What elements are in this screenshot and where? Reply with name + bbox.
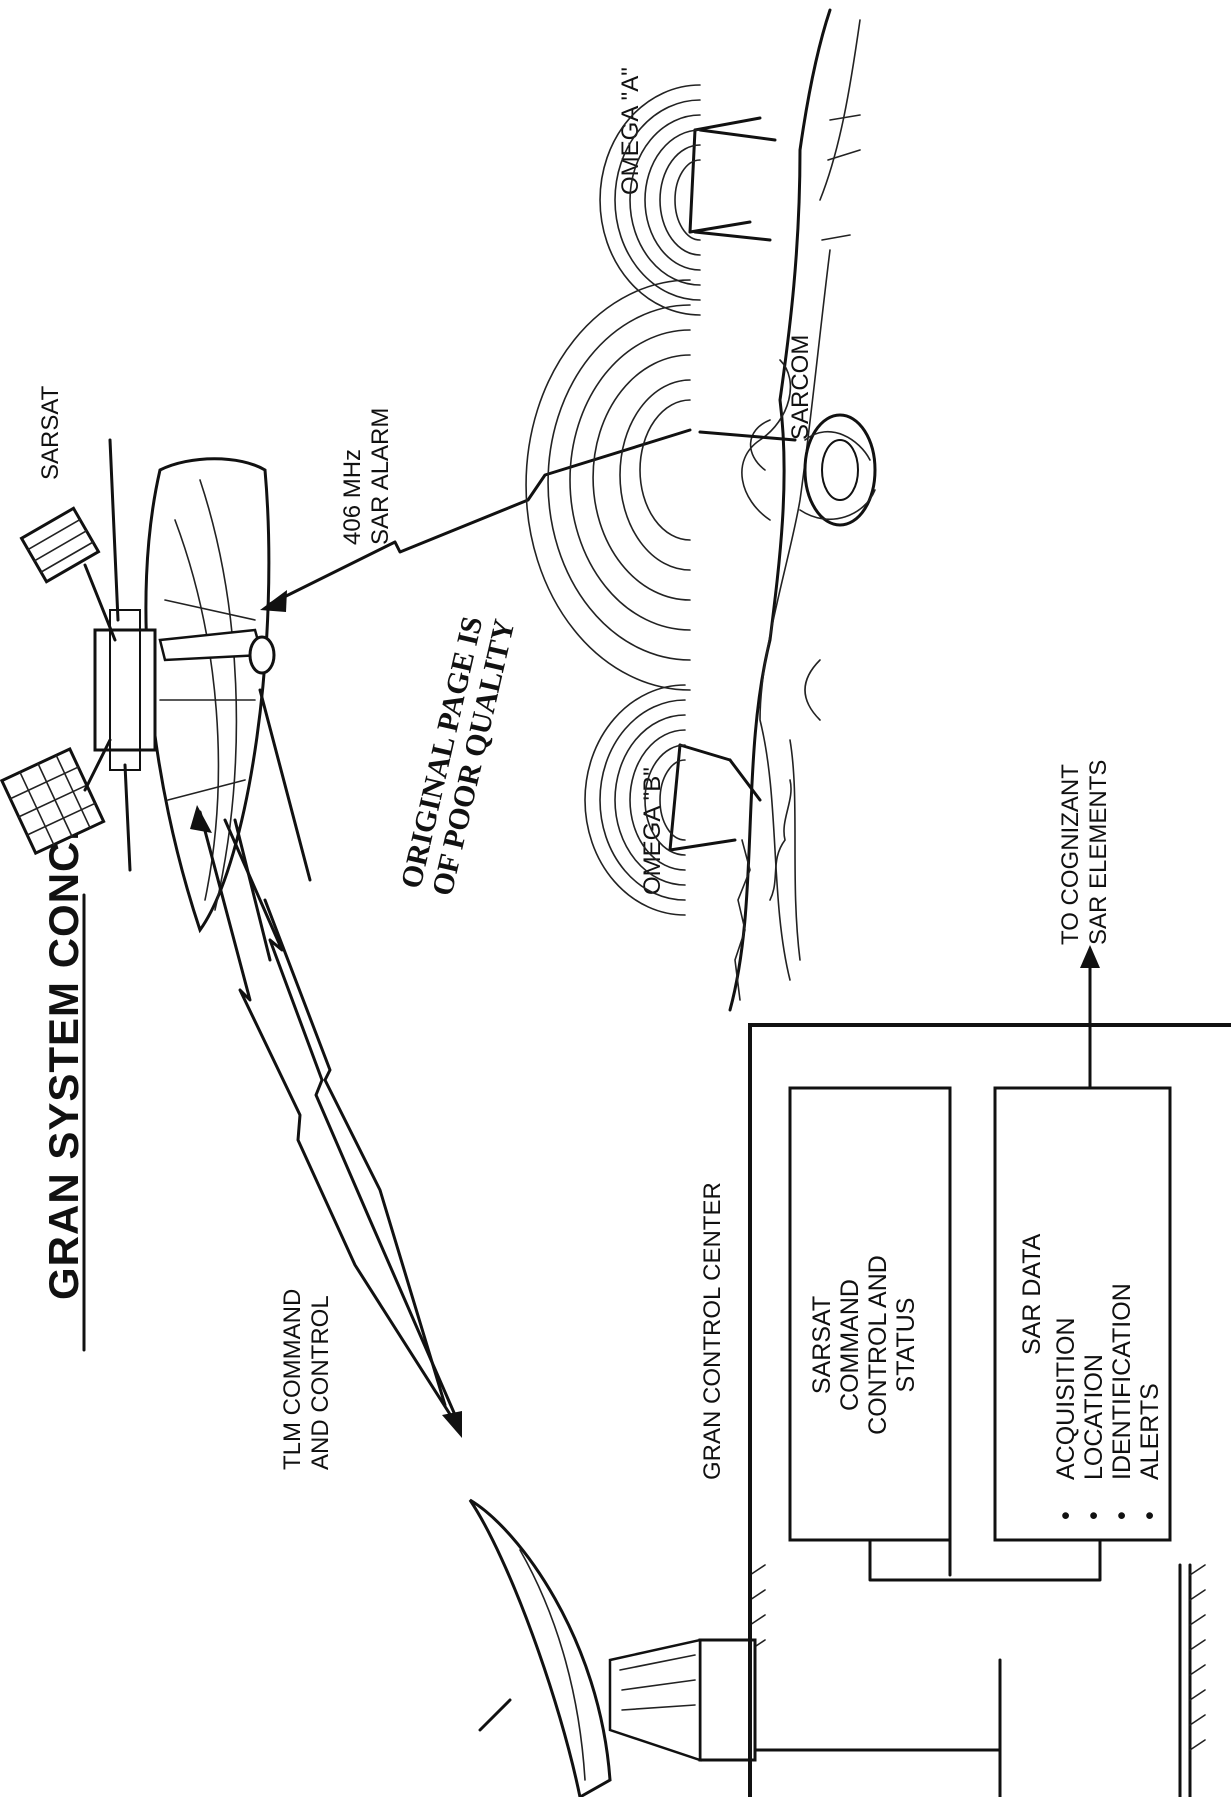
cognizant-label-line2: SAR ELEMENTS: [1085, 760, 1112, 945]
sar-data-bullet-3: •: [1108, 1511, 1136, 1520]
alarm-downlink-icon: [260, 430, 690, 612]
omega-b-waves: [585, 685, 685, 915]
sar-data-bullet-2: •: [1080, 1511, 1108, 1520]
tlm-label-line1: TLM COMMAND: [279, 1289, 306, 1470]
sar-data-bullet-1: •: [1052, 1511, 1080, 1520]
sar-data-item-1: ACQUISITION: [1052, 1317, 1080, 1480]
sar-data-item-4: ALERTS: [1136, 1383, 1164, 1480]
sar-data-item-3: IDENTIFICATION: [1108, 1283, 1136, 1480]
sarcom-label: SARCOM: [787, 335, 814, 440]
box1-line-1: SARSAT: [808, 1296, 836, 1394]
control-center-title: GRAN CONTROL CENTER: [699, 1182, 726, 1480]
output-arrowhead: [1080, 945, 1100, 968]
tlm-label-line2: AND CONTROL: [307, 1295, 334, 1470]
box1-line-3: CONTROL AND: [864, 1255, 892, 1435]
cognizant-label-line1: TO COGNIZANT: [1057, 764, 1084, 945]
box-link-connector: [870, 1540, 1100, 1580]
sarcom-waves: [526, 280, 690, 690]
box1-line-4: STATUS: [892, 1298, 920, 1393]
ground-antenna-icon: [470, 1500, 1205, 1797]
alarm-type-label: SAR ALARM: [367, 408, 394, 545]
ground-connector: [755, 1660, 1000, 1797]
sar-data-item-2: LOCATION: [1080, 1354, 1108, 1480]
sar-data-bullet-4: •: [1136, 1511, 1164, 1520]
omega-station-icon: [690, 118, 775, 240]
sar-data-title: SAR DATA: [1018, 1233, 1046, 1355]
omega-a-label: OMEGA "A": [617, 67, 644, 195]
alarm-frequency-label: 406 MHz: [339, 449, 366, 545]
box1-line-2: COMMAND: [836, 1279, 864, 1411]
sarsat-label: SARSAT: [37, 385, 64, 480]
